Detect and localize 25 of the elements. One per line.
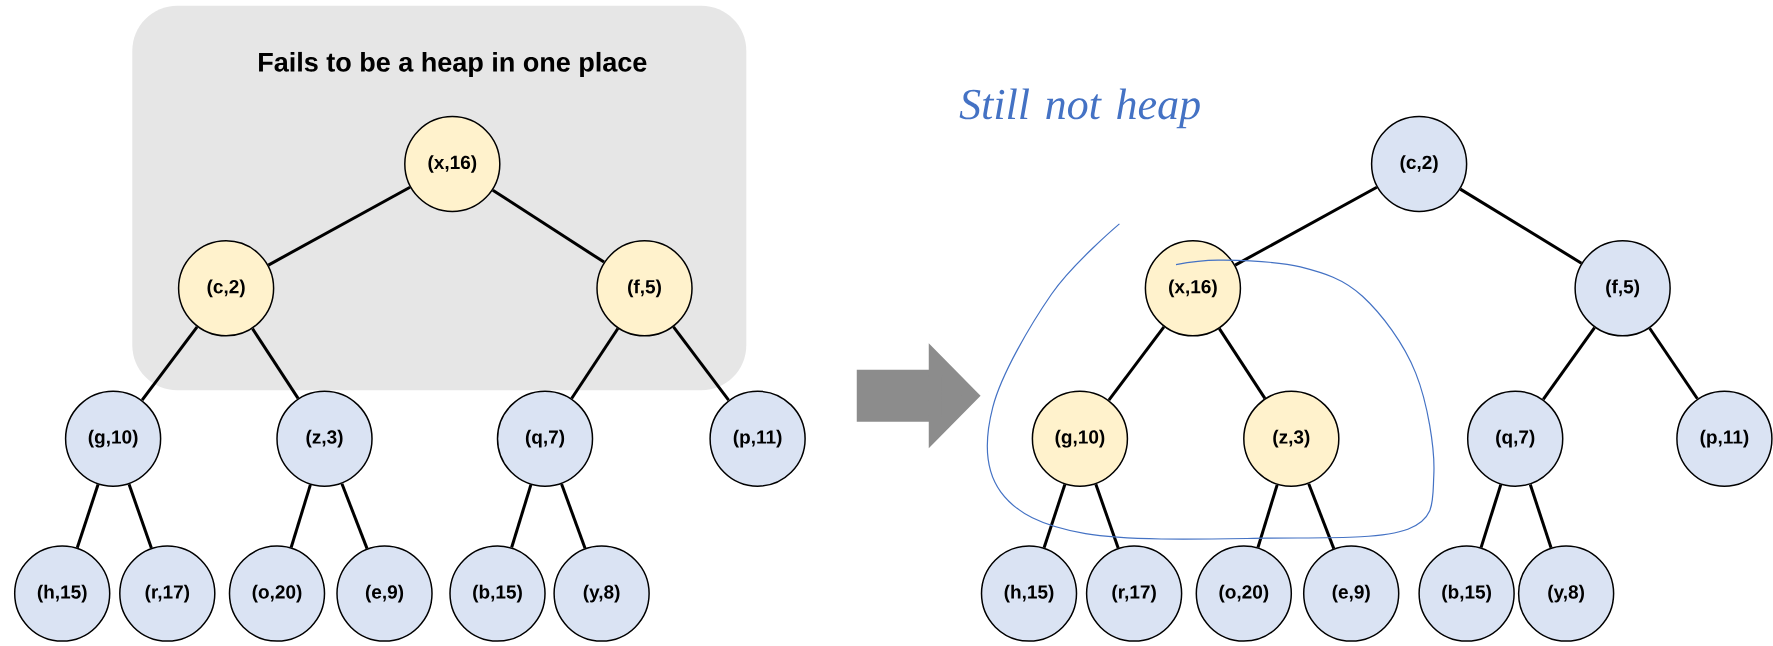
tree-edge — [570, 327, 620, 400]
tree-edge — [127, 483, 153, 549]
tree-edge — [1107, 326, 1166, 402]
tree-edge — [492, 188, 605, 264]
tree-edge — [1479, 484, 1503, 549]
tree-edge — [1648, 327, 1699, 400]
tree-edge — [289, 484, 312, 548]
handwritten-note: Still not heap — [959, 88, 1200, 129]
tree-edge — [1042, 484, 1067, 549]
tree-edge — [251, 327, 300, 400]
tree-edge — [1218, 327, 1267, 400]
tree-edge — [267, 185, 411, 267]
tree-edge — [1459, 187, 1583, 265]
tree-edge — [1234, 185, 1378, 267]
tree-edge — [340, 483, 369, 550]
tree-edge — [1094, 483, 1120, 549]
tree-edge — [672, 325, 730, 402]
tree-edge — [1307, 483, 1336, 550]
tree-edge — [560, 483, 587, 549]
tree-edge — [140, 326, 199, 402]
tree-edge — [1542, 326, 1596, 401]
tree-edge — [1528, 484, 1553, 549]
tree-edge — [510, 484, 533, 548]
tree-edge — [1256, 484, 1279, 548]
tree-edge — [75, 484, 100, 549]
